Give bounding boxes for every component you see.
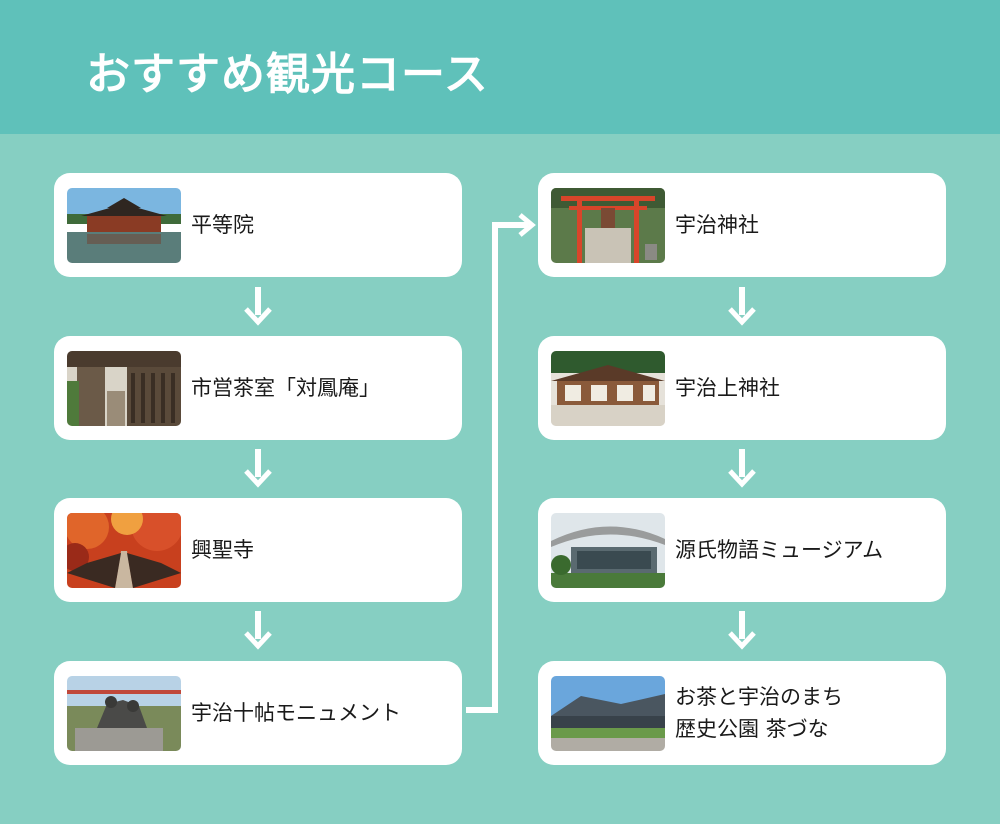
header-banner: おすすめ観光コース [0, 0, 1000, 134]
arrow-down-icon [244, 611, 272, 650]
course-card-genji-museum[interactable]: 源氏物語ミュージアム [538, 498, 946, 602]
page-title: おすすめ観光コース [86, 49, 489, 100]
course-label: 源氏物語ミュージアム [675, 538, 884, 562]
course-label: 市営茶室「対鳳庵」 [191, 376, 380, 400]
course-label: 宇治十帖モニュメント [191, 701, 401, 725]
course-card-koshoji[interactable]: 興聖寺 [54, 498, 462, 602]
shrine-hall-photo [551, 351, 665, 426]
course-card-uji-jinja[interactable]: 宇治神社 [538, 173, 946, 277]
tea-house-photo [67, 351, 181, 426]
byodoin-photo [67, 188, 181, 263]
course-card-chazuna[interactable]: お茶と宇治のまち 歴史公園 茶づな [538, 661, 946, 765]
course-card-monument[interactable]: 宇治十帖モニュメント [54, 661, 462, 765]
arrow-down-icon [728, 449, 756, 488]
torii-shrine-photo [551, 188, 665, 263]
course-card-taihoan[interactable]: 市営茶室「対鳳庵」 [54, 336, 462, 440]
course-label: 宇治上神社 [675, 376, 780, 400]
course-label: 宇治神社 [675, 213, 759, 237]
arrow-down-icon [244, 449, 272, 488]
park-photo [551, 676, 665, 751]
arrow-down-icon [244, 287, 272, 326]
course-card-byodoin[interactable]: 平等院 [54, 173, 462, 277]
arrow-down-icon [728, 611, 756, 650]
course-card-ujigami-jinja[interactable]: 宇治上神社 [538, 336, 946, 440]
museum-photo [551, 513, 665, 588]
course-label: 興聖寺 [191, 538, 254, 562]
course-label: お茶と宇治のまち 歴史公園 茶づな [675, 685, 843, 741]
monument-photo [67, 676, 181, 751]
autumn-path-photo [67, 513, 181, 588]
connector-arrow-icon [466, 213, 536, 713]
course-label: 平等院 [191, 213, 254, 237]
arrow-down-icon [728, 287, 756, 326]
